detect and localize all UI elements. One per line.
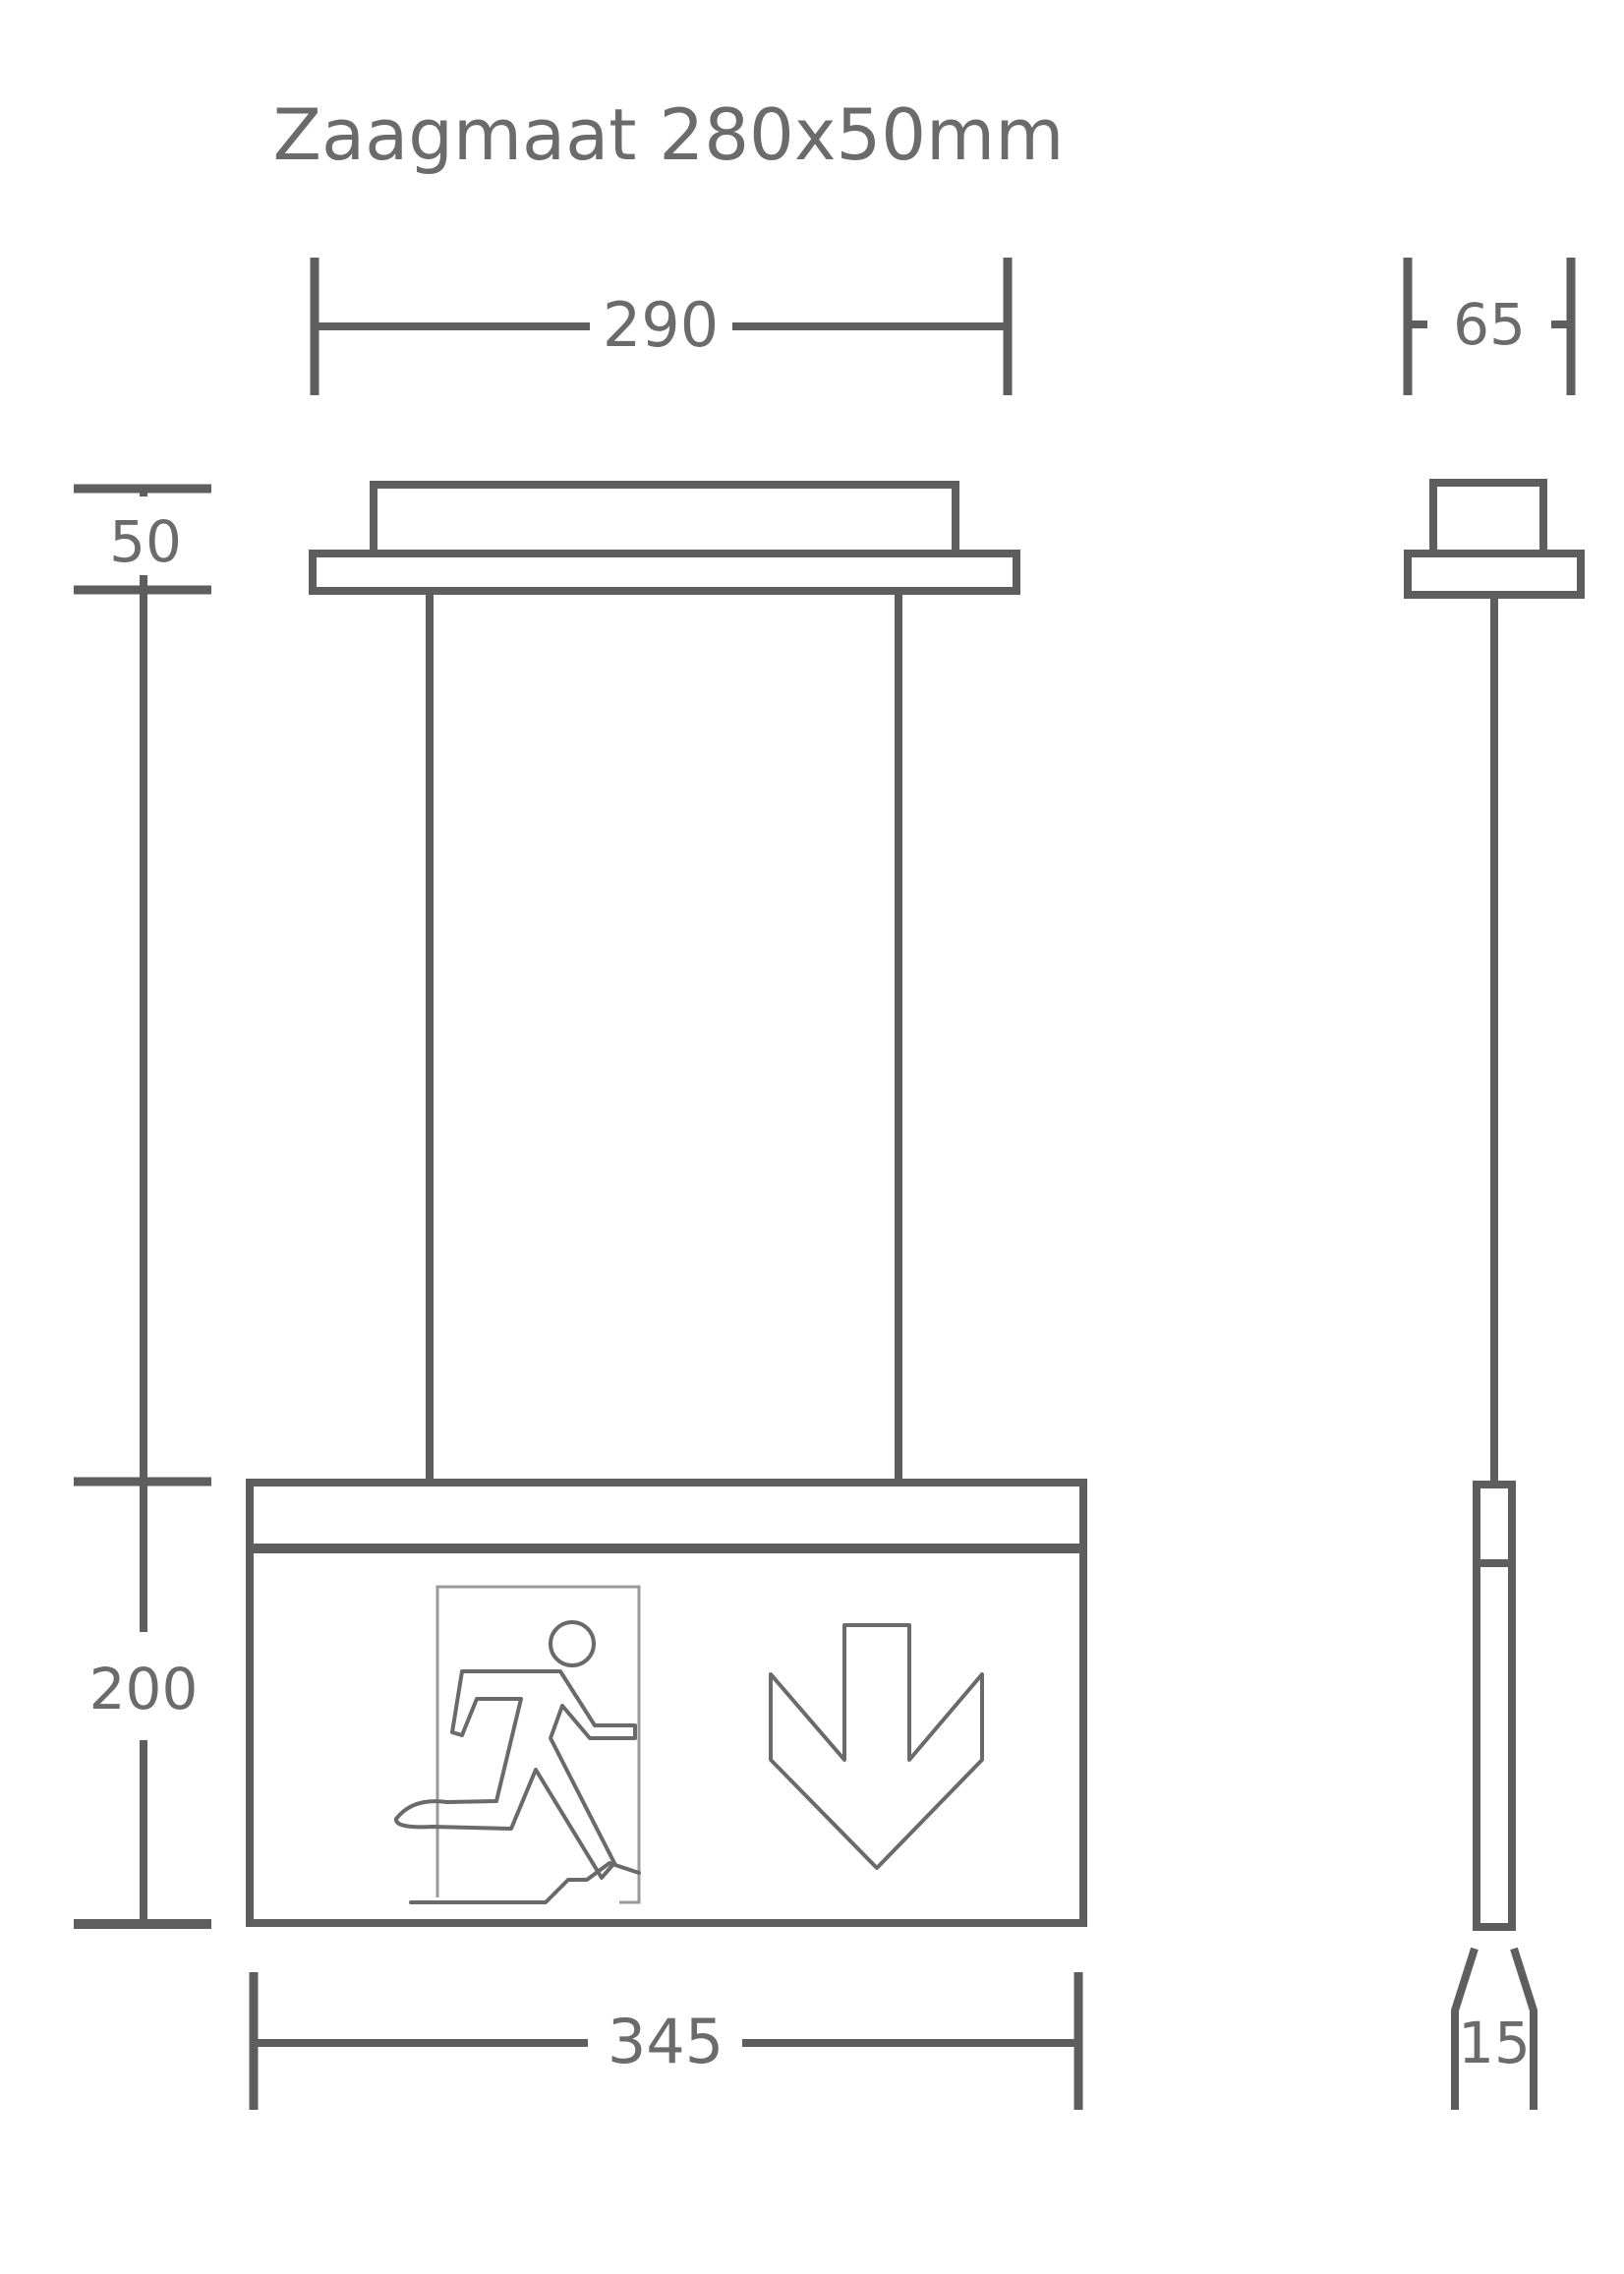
dimension-sign-height-label: 200 — [89, 1656, 199, 1722]
front-sign-body — [246, 1479, 1087, 1927]
arrow-down-icon — [769, 1623, 984, 1870]
dimension-sign-width: 345 — [249, 1972, 1083, 2110]
front-canopy — [309, 481, 1020, 595]
dimension-sign-thickness: 15 — [1451, 1947, 1537, 2110]
running-man-exit-icon — [394, 1585, 641, 1904]
dimension-top-width: 290 — [310, 258, 1013, 395]
dimension-side-depth-label: 65 — [1453, 291, 1526, 358]
dimension-sign-width-label: 345 — [608, 2006, 724, 2077]
dimension-side-depth: 65 — [1403, 258, 1576, 395]
dimension-top-width-label: 290 — [603, 289, 719, 361]
front-suspension-wires — [426, 591, 902, 1482]
drawing-title: Zaagmaat 280x50mm — [273, 93, 1065, 176]
dimension-vertical — [74, 484, 216, 1929]
dimension-canopy-height-label: 50 — [109, 508, 182, 575]
side-view — [1404, 479, 1585, 1931]
dimension-sign-thickness-label: 15 — [1458, 2010, 1531, 2076]
